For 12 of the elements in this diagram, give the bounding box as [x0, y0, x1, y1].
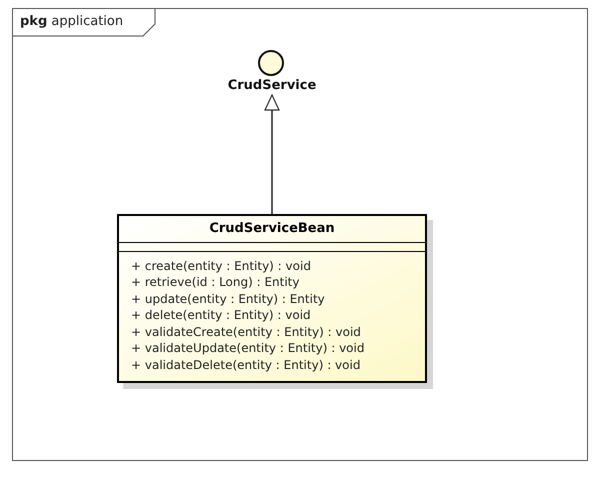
method-text: + create(entity : Entity) : void [131, 258, 312, 274]
method-text: + delete(entity : Entity) : void [131, 307, 312, 324]
package-frame [12, 8, 588, 461]
class-name: CrudServiceBean [119, 216, 425, 242]
realization-arrow [264, 94, 280, 214]
package-tab-label: pkg application [19, 13, 124, 31]
method-text: + validateDelete(entity : Entity) : void [131, 356, 362, 373]
method-text: + update(entity : Entity) : Entity [131, 290, 326, 307]
interface-name: CrudService [228, 78, 316, 94]
method-text: + retrieve(id : Long) : Entity [131, 274, 300, 290]
method-text: + validateUpdate(entity : Entity) : void [131, 340, 366, 356]
method-text: + validateCreate(entity : Entity) : void [131, 324, 362, 340]
